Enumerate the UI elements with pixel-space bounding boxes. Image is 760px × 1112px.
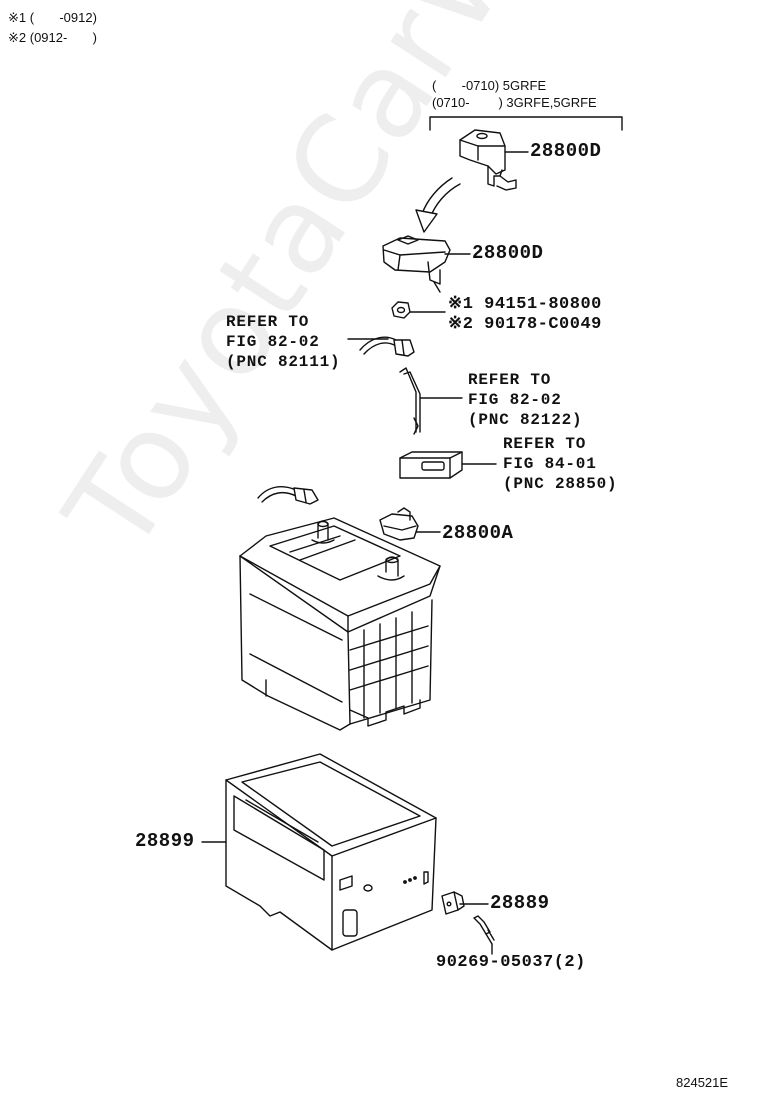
- negative-cable-illustration: [257, 486, 319, 505]
- nut-illustration: [391, 301, 411, 319]
- part-number-clamp-lower: 28800D: [472, 242, 544, 264]
- reference-line: FIG 82-02: [468, 391, 562, 409]
- reference-line: (PNC 82122): [468, 411, 583, 429]
- reference-block-28850: REFER TO FIG 84-01 (PNC 28850): [503, 434, 617, 494]
- reference-line: REFER TO: [468, 371, 552, 389]
- variant-line-1: ( -0710) 5GRFE: [432, 78, 547, 93]
- reference-line: REFER TO: [226, 313, 310, 331]
- part-number-bracket: 28889: [490, 892, 550, 914]
- reference-block-82111: REFER TO FIG 82-02 (PNC 82111): [226, 312, 340, 372]
- part-number-carrier: 28899: [135, 830, 195, 852]
- reference-line: (PNC 28850): [503, 475, 618, 493]
- lower-clamp-illustration: [382, 235, 451, 293]
- part-number-bolt: 90269-05037(2): [436, 953, 586, 972]
- cable-terminal-illustration: [359, 336, 415, 357]
- part-number-nut-2: ※2 90178-C0049: [448, 315, 602, 334]
- variant-line-2: (0710- ) 3GRFE,5GRFE: [432, 95, 597, 110]
- battery-illustration: [239, 517, 441, 731]
- battery-clip-illustration: [399, 451, 463, 479]
- bracket-illustration: [441, 891, 465, 915]
- part-number-clamp-upper: 28800D: [530, 140, 602, 162]
- variant-bracket-line: [429, 116, 623, 131]
- part-number-clamp-a: 28800A: [442, 522, 514, 544]
- upper-clamp-illustration: [459, 129, 517, 191]
- figure-id: 824521E: [676, 1075, 729, 1090]
- note-1: ※1 ( -0912): [8, 10, 97, 25]
- part-number-nut-1: ※1 94151-80800: [448, 295, 602, 314]
- hold-down-rod-illustration: [399, 367, 421, 435]
- terminal-clamp-a-illustration: [379, 507, 419, 541]
- direction-arrow: [415, 177, 461, 233]
- battery-carrier-illustration: [225, 753, 437, 951]
- reference-line: FIG 82-02: [226, 333, 320, 351]
- reference-line: FIG 84-01: [503, 455, 597, 473]
- bolt-illustration: [473, 915, 495, 945]
- note-2: ※2 (0912- ): [8, 30, 97, 45]
- reference-line: (PNC 82111): [226, 353, 341, 371]
- reference-block-82122: REFER TO FIG 82-02 (PNC 82122): [468, 370, 582, 430]
- reference-line: REFER TO: [503, 435, 587, 453]
